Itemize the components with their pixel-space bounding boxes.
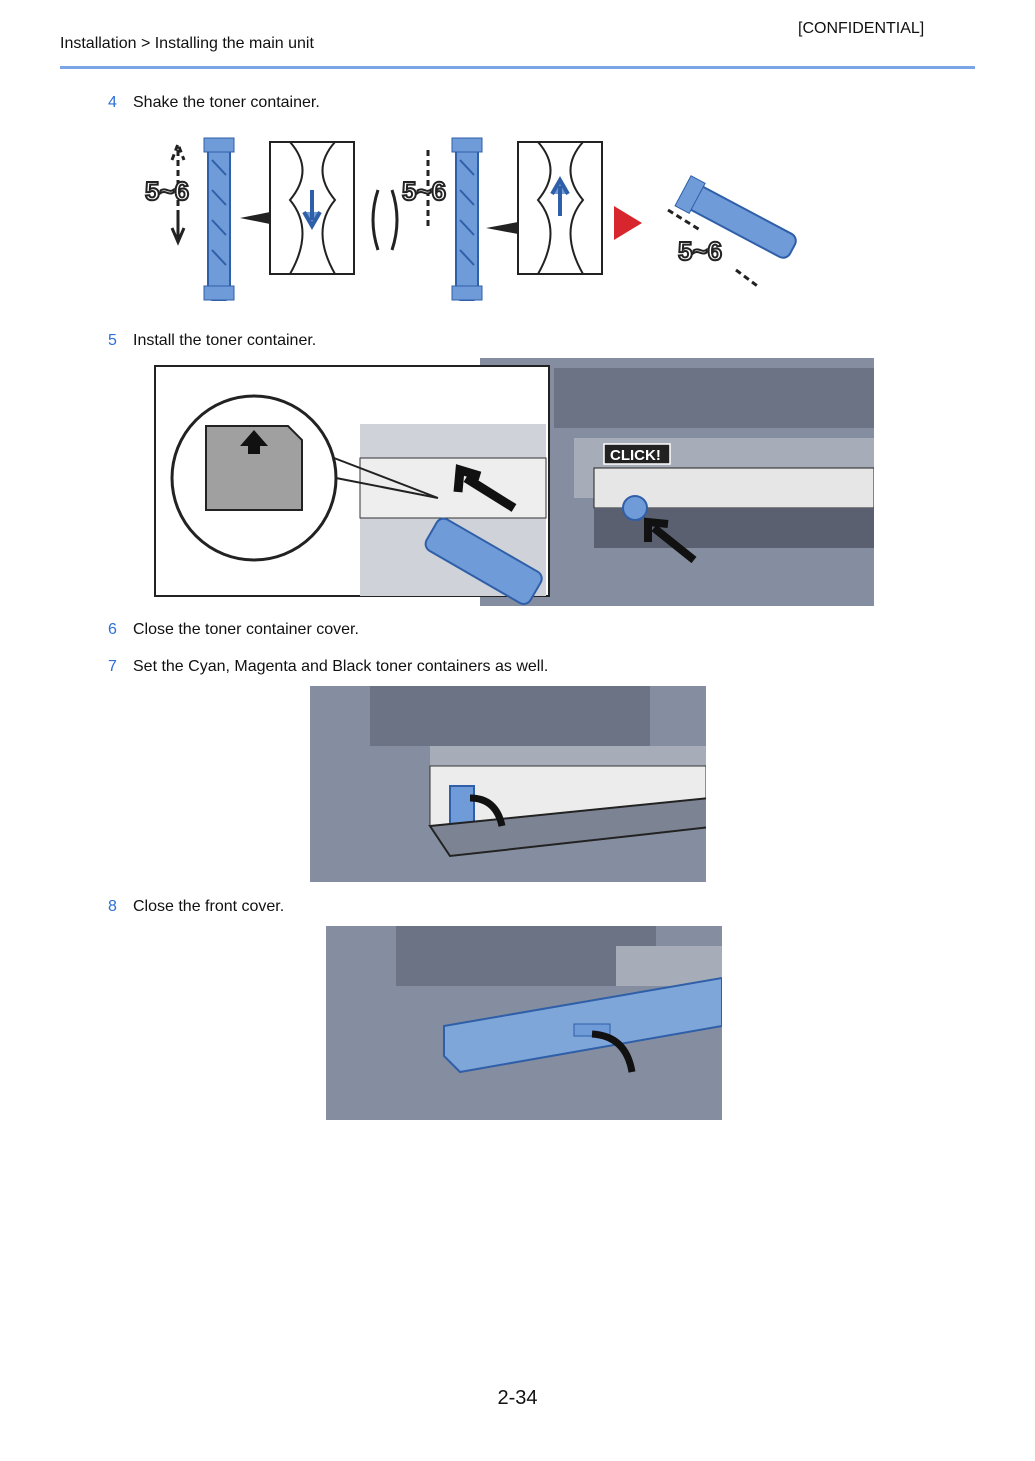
step-number: 4 <box>108 94 117 111</box>
step-text: Shake the toner container. <box>133 94 320 111</box>
shake-count-label-2: 5~6 <box>402 176 446 206</box>
toner-container-vertical-2 <box>451 137 483 301</box>
shake-count-label-1: 5~6 <box>145 176 189 206</box>
toner-label-icon <box>205 425 303 511</box>
step-number: 7 <box>108 658 117 675</box>
step-6: 6 Close the toner container cover. <box>108 621 359 639</box>
toner-in-hand <box>424 517 543 605</box>
push-arrow-icon <box>644 517 697 564</box>
rotate-arrow-icon <box>371 189 399 251</box>
close-cover-arrow-icon <box>591 1030 636 1073</box>
next-step-arrow-icon <box>614 206 642 240</box>
page-number: 2-34 <box>497 1387 538 1409</box>
header-rule <box>60 66 975 69</box>
step-text: Set the Cyan, Magenta and Black toner co… <box>133 658 549 675</box>
toner-compartment-illustration <box>310 686 706 882</box>
breadcrumb: Installation > Installing the main unit <box>60 35 314 52</box>
shake-count-label-3: 5~6 <box>678 236 722 266</box>
toner-cover-icon <box>449 785 475 827</box>
step-number: 5 <box>108 332 117 349</box>
toner-container-horizontal <box>674 175 797 259</box>
step-number: 6 <box>108 621 117 638</box>
step-8: 8 Close the front cover. <box>108 898 284 916</box>
toner-inserted-icon <box>622 495 648 521</box>
step-text: Close the toner container cover. <box>133 621 359 638</box>
step-4: 4 Shake the toner container. <box>108 94 320 112</box>
step-7: 7 Set the Cyan, Magenta and Black toner … <box>108 658 548 676</box>
front-cover-illustration <box>326 926 722 1120</box>
install-toner-illustration: CLICK! <box>154 358 874 606</box>
up-arrow-icon <box>240 430 268 454</box>
step-text: Install the toner container. <box>133 332 317 349</box>
step-number: 8 <box>108 898 117 915</box>
click-label: CLICK! <box>610 447 661 464</box>
close-arrow-icon <box>469 794 506 827</box>
step-5: 5 Install the toner container. <box>108 332 316 350</box>
toner-container-vertical-1 <box>203 137 235 301</box>
shake-toner-illustration: 5~6 5~6 5~6 <box>144 137 797 301</box>
step-text: Close the front cover. <box>133 898 285 915</box>
confidential-label: [CONFIDENTIAL] <box>798 20 925 37</box>
